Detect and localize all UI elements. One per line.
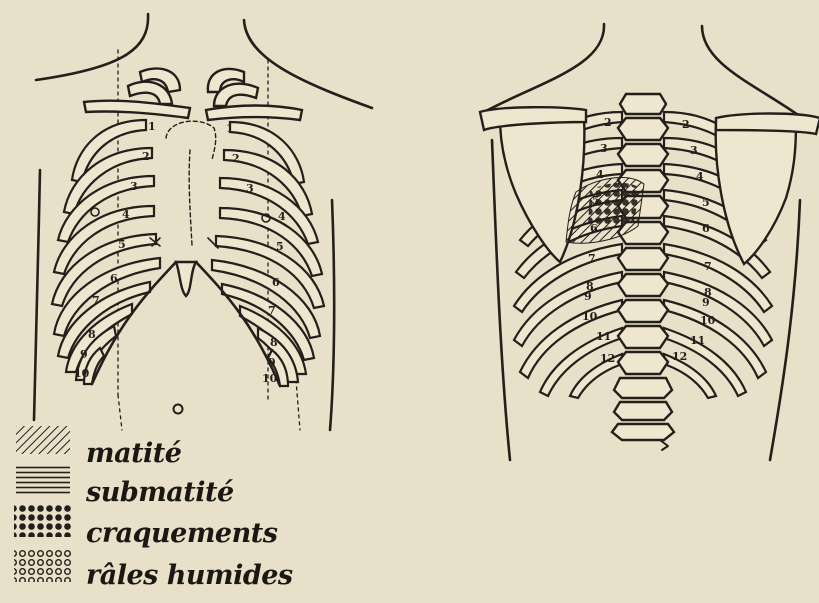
front-right-rib-cage xyxy=(196,122,324,386)
front-sternum-outline xyxy=(189,150,192,245)
front-xiphoid xyxy=(176,262,196,296)
legend-swatch-matite xyxy=(16,426,70,454)
back-left-torso-outline xyxy=(492,140,510,460)
front-left-rib-number: 6 xyxy=(110,272,118,285)
anterior-thorax-view: 1 2 3 4 5 6 7 8 9 10 1 2 3 4 5 6 7 8 9 1… xyxy=(34,14,372,430)
back-right-rib-number: 9 xyxy=(702,296,710,309)
front-right-lower-line xyxy=(296,380,300,430)
vertebra xyxy=(618,326,668,348)
front-left-rib-number: 1 xyxy=(148,120,156,133)
front-left-rib-number: 3 xyxy=(130,180,138,193)
back-right-rib-number: 2 xyxy=(682,118,690,131)
back-left-rib-number: 6 xyxy=(590,222,598,235)
legend-swatch-rales xyxy=(14,548,72,582)
tailbone-mark xyxy=(660,440,668,450)
front-left-torso-outline xyxy=(34,170,40,420)
front-right-torso-outline xyxy=(330,200,334,430)
front-left-neck-shoulder xyxy=(36,14,148,80)
front-left-rib-number: 4 xyxy=(122,208,130,221)
lumbar-vertebra xyxy=(614,378,672,398)
legend-label-rales: râles humides xyxy=(86,560,293,591)
back-left-rib-number: 5 xyxy=(592,194,600,207)
back-right-rib-number: 6 xyxy=(702,222,710,235)
vertebra xyxy=(618,144,668,166)
legend-label-matite: matité xyxy=(86,438,181,469)
front-right-rib-number: 9 xyxy=(268,356,276,369)
lumbar-vertebra xyxy=(614,402,672,420)
back-right-rib-number: 4 xyxy=(696,170,704,183)
front-left-rib-number: 7 xyxy=(92,294,100,307)
back-right-acromion xyxy=(716,114,819,135)
legend-label-craquements: craquements xyxy=(86,518,277,549)
back-left-rib-number: 3 xyxy=(600,142,608,155)
front-left-rib-number: 2 xyxy=(142,150,150,163)
front-left-rib-number: 8 xyxy=(88,328,96,341)
vertebra xyxy=(618,300,668,322)
legend xyxy=(14,426,72,582)
front-left-rib-number: 10 xyxy=(74,367,90,380)
back-left-rib-number: 2 xyxy=(604,116,612,129)
front-right-rib-number: 6 xyxy=(272,276,280,289)
front-left-rib-number: 9 xyxy=(80,348,88,361)
front-right-clavicle xyxy=(206,106,302,121)
vertebra xyxy=(618,248,668,270)
back-right-rib-number: 5 xyxy=(702,196,710,209)
front-right-neck-shoulder xyxy=(244,20,372,108)
vertebra xyxy=(618,118,668,140)
front-cardiac-outline xyxy=(166,121,216,160)
back-right-rib-number: 12 xyxy=(672,350,687,363)
back-right-neck-shoulder xyxy=(702,26,808,122)
front-navel xyxy=(174,405,183,414)
front-right-rib-number: 4 xyxy=(278,210,286,223)
back-left-rib-number: 10 xyxy=(582,310,598,323)
vertebra xyxy=(618,274,668,296)
legend-swatch-craquements xyxy=(14,503,72,537)
vertebra xyxy=(618,352,668,374)
front-left-clavicle xyxy=(84,101,190,118)
front-left-lower-line xyxy=(118,395,122,430)
front-left-rib-number: 5 xyxy=(118,238,126,251)
front-right-rib-number: 10 xyxy=(262,372,278,385)
back-left-neck-shoulder xyxy=(484,24,604,112)
posterior-thorax-view: 2 3 4 5 6 7 8 9 10 11 12 2 3 4 5 6 7 8 9… xyxy=(480,24,819,460)
back-right-torso-outline xyxy=(770,200,800,460)
front-right-rib-number: 7 xyxy=(268,304,276,317)
back-right-rib-number: 7 xyxy=(704,260,712,273)
front-right-rib-number: 5 xyxy=(276,240,284,253)
legend-swatch-submatite xyxy=(16,466,70,494)
back-right-rib-number: 3 xyxy=(690,144,698,157)
back-left-rib-number: 11 xyxy=(596,330,611,343)
back-left-rib-number: 9 xyxy=(584,290,592,303)
front-left-nipple-mark xyxy=(91,208,99,216)
back-left-rib-number: 4 xyxy=(596,168,604,181)
vertebra xyxy=(620,94,666,114)
back-left-rib-number: 12 xyxy=(600,352,615,365)
lumbar-vertebra xyxy=(612,424,674,440)
back-right-rib-number: 11 xyxy=(690,334,705,347)
legend-label-submatite: submatité xyxy=(86,477,234,508)
back-left-rib-number: 7 xyxy=(588,252,596,265)
front-left-rib-cage xyxy=(52,120,176,384)
front-right-rib-number: 1 xyxy=(226,122,234,135)
back-right-rib-number: 10 xyxy=(700,314,716,327)
front-right-rib-number: 8 xyxy=(270,336,278,349)
front-right-rib-number: 2 xyxy=(232,152,240,165)
front-right-rib-number: 3 xyxy=(246,182,254,195)
